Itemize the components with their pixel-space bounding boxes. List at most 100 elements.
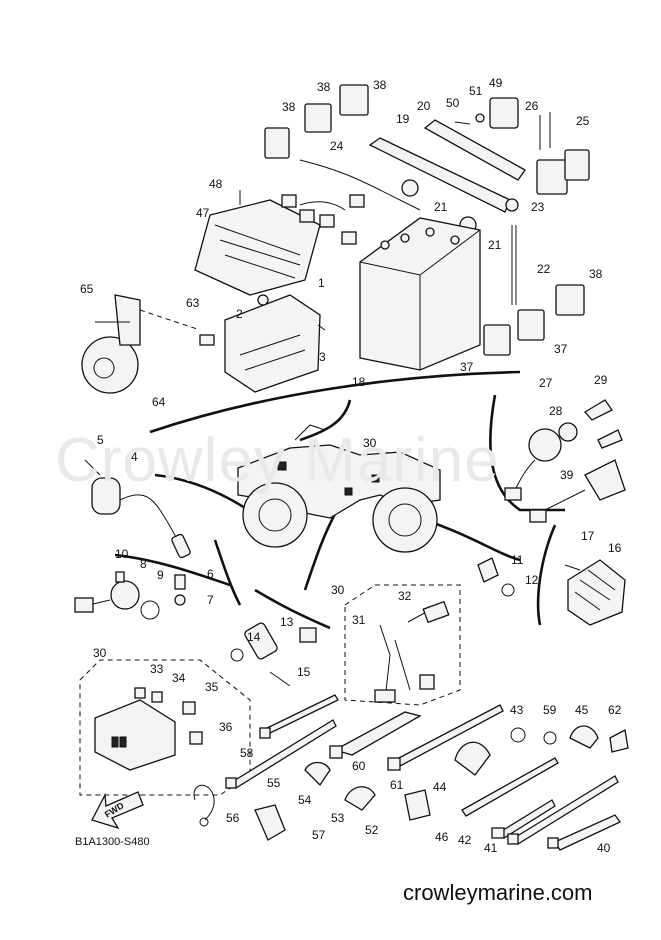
callout-20: 20 <box>417 99 431 113</box>
callout-12: 12 <box>525 573 539 587</box>
callout-13: 13 <box>280 615 294 629</box>
fuse-box <box>79 659 251 796</box>
callout-33: 33 <box>150 662 164 676</box>
rectifier-regulator <box>564 559 626 626</box>
callout-60: 60 <box>352 759 366 773</box>
horn <box>81 294 215 394</box>
callout-34: 34 <box>172 671 186 685</box>
callout-58: 58 <box>240 746 254 760</box>
callout-3: 3 <box>319 350 326 364</box>
callout-37a: 37 <box>460 360 474 374</box>
fwd-arrow <box>91 791 144 830</box>
separator-curve-right <box>424 518 521 562</box>
wire-harness-box <box>344 584 461 706</box>
callout-63: 63 <box>186 296 200 310</box>
callout-15: 15 <box>297 665 311 679</box>
sensor-assembly <box>74 571 160 620</box>
relay-group <box>264 84 585 356</box>
callout-25: 25 <box>576 114 590 128</box>
callout-21a: 21 <box>434 200 448 214</box>
callout-29: 29 <box>594 373 608 387</box>
callout-54: 54 <box>298 793 312 807</box>
watermark: Crowley Marine <box>55 426 500 495</box>
callout-8: 8 <box>140 557 147 571</box>
separator-curve-lower <box>254 588 331 630</box>
callout-2: 2 <box>236 307 243 321</box>
separator-curve-center <box>303 504 342 591</box>
callout-23: 23 <box>531 200 545 214</box>
callout-16: 16 <box>608 541 622 555</box>
atv-illustration <box>237 424 441 553</box>
callout-45: 45 <box>575 703 589 717</box>
callout-27: 27 <box>539 376 553 390</box>
diagram-code: B1A1300-S480 <box>75 836 150 848</box>
callout-64: 64 <box>152 395 166 409</box>
callout-42: 42 <box>458 833 472 847</box>
callout-5: 5 <box>97 433 104 447</box>
main-switch <box>504 399 623 501</box>
callout-32: 32 <box>398 589 412 603</box>
callout-11: 11 <box>511 553 524 567</box>
callout-37b: 37 <box>554 342 568 356</box>
relay-assembly <box>536 112 590 195</box>
callout-30a: 30 <box>363 436 377 450</box>
callout-53: 53 <box>331 811 345 825</box>
callout-21b: 21 <box>488 238 502 252</box>
callout-57: 57 <box>312 828 326 842</box>
separator-curve-right-low <box>536 524 557 626</box>
callout-50: 50 <box>446 96 460 110</box>
callout-17: 17 <box>581 529 595 543</box>
callout-4: 4 <box>131 450 138 464</box>
wire-lead <box>299 159 421 211</box>
callout-7: 7 <box>207 593 214 607</box>
callout-9: 9 <box>157 568 164 582</box>
callout-43: 43 <box>510 703 524 717</box>
callout-6: 6 <box>207 567 214 581</box>
callout-38b: 38 <box>317 80 331 94</box>
handlebar-switch <box>529 459 626 523</box>
callout-30b: 30 <box>331 583 345 597</box>
callout-51: 51 <box>469 84 483 98</box>
speed-sensor <box>230 622 317 687</box>
starter-relay <box>454 97 519 129</box>
control-unit <box>224 294 326 393</box>
callout-10: 10 <box>115 547 129 561</box>
callout-41: 41 <box>484 841 498 855</box>
callout-18: 18 <box>352 375 366 389</box>
callout-48: 48 <box>209 177 223 191</box>
callout-55: 55 <box>267 776 281 790</box>
separator-curve-link <box>299 399 352 442</box>
callout-44: 44 <box>433 780 447 794</box>
callout-19: 19 <box>396 112 410 126</box>
callout-65: 65 <box>80 282 94 296</box>
callout-38a: 38 <box>282 100 296 114</box>
battery <box>359 217 481 371</box>
ignition-coil <box>84 459 191 559</box>
callout-35: 35 <box>205 680 219 694</box>
callout-40: 40 <box>597 841 611 855</box>
callout-61: 61 <box>390 778 404 792</box>
callout-38c: 38 <box>373 78 387 92</box>
callout-49: 49 <box>489 76 503 90</box>
callout-31: 31 <box>352 613 366 627</box>
site-name: crowleymarine.com <box>403 880 593 905</box>
callout-30c: 30 <box>93 646 107 660</box>
callout-62: 62 <box>608 703 622 717</box>
neutral-switch <box>477 557 515 597</box>
callout-14: 14 <box>247 630 261 644</box>
callout-22: 22 <box>537 262 551 276</box>
callout-46: 46 <box>435 830 449 844</box>
temperature-sensor <box>174 574 186 606</box>
callout-28: 28 <box>549 404 563 418</box>
callout-24: 24 <box>330 139 344 153</box>
callout-38d: 38 <box>589 267 603 281</box>
callout-47: 47 <box>196 206 210 220</box>
callout-26: 26 <box>525 99 539 113</box>
callout-36: 36 <box>219 720 233 734</box>
callout-39: 39 <box>560 468 574 482</box>
battery-bracket <box>368 119 526 234</box>
separator-curve-left <box>114 553 231 587</box>
separator-curve-mid <box>213 539 242 606</box>
